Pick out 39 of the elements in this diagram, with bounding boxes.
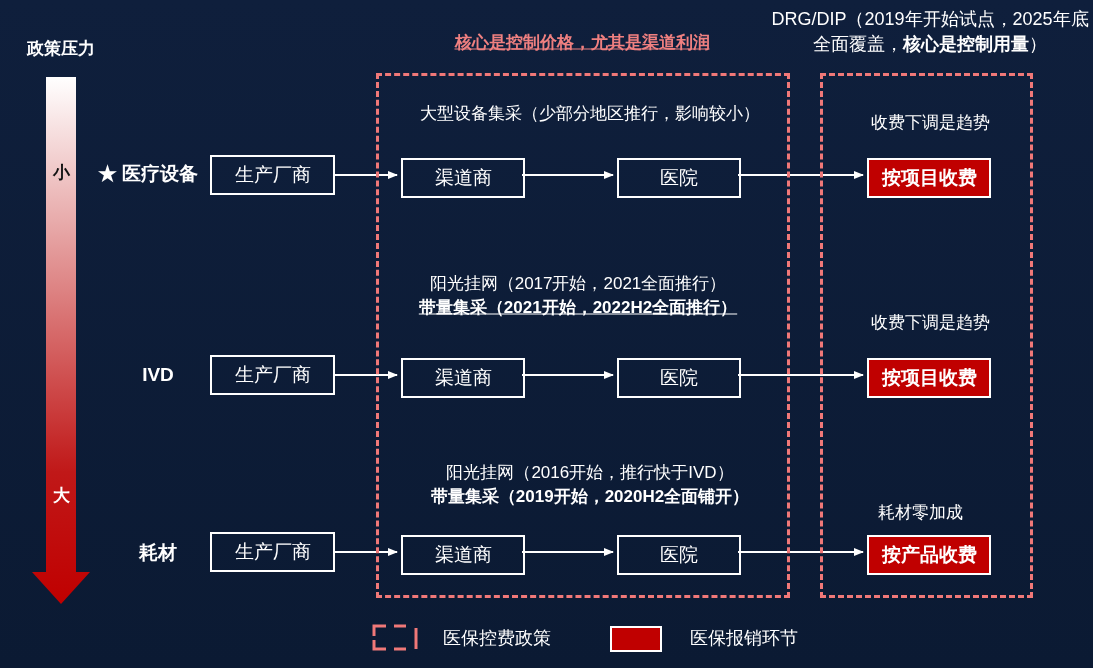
heading: DRG/DIP（2019年开始试点，2025年底全面覆盖，核心是控制用量）	[770, 8, 1090, 56]
process-box: 渠道商	[401, 358, 525, 398]
arrow	[334, 371, 398, 379]
legend-label: 医保报销环节	[690, 627, 798, 650]
note-text: 大型设备集采（少部分地区推行，影响较小）	[420, 102, 760, 125]
note-text: 收费下调是趋势	[870, 311, 990, 334]
axis-title: 政策压力	[27, 37, 95, 60]
payment-box: 按产品收费	[867, 535, 991, 575]
process-box: 生产厂商	[210, 532, 335, 572]
process-box: 医院	[617, 535, 741, 575]
arrow	[521, 548, 614, 556]
arrow	[737, 548, 864, 556]
process-box: 生产厂商	[210, 355, 335, 395]
row-label: ★ 医疗设备	[97, 162, 199, 186]
note-text: 耗材零加成	[877, 501, 963, 524]
note-text: 阳光挂网（2017开始，2021全面推行）	[429, 272, 727, 295]
payment-box: 按项目收费	[867, 358, 991, 398]
heading: 核心是控制价格，尤其是渠道利润	[454, 31, 710, 54]
arrow	[334, 171, 398, 179]
note-text: 收费下调是趋势	[870, 111, 990, 134]
arrow	[737, 371, 864, 379]
process-box: 医院	[617, 358, 741, 398]
note-text: 带量集采（2019开始，2020H2全面铺开）	[430, 485, 750, 508]
arrow	[737, 171, 864, 179]
process-box: 渠道商	[401, 535, 525, 575]
row-label: 耗材	[139, 541, 177, 565]
note-text: 阳光挂网（2016开始，推行快于IVD）	[446, 461, 734, 484]
arrow	[334, 548, 398, 556]
legend-label: 医保控费政策	[443, 627, 551, 650]
note-text: 带量集采（2021开始，2022H2全面推行）	[418, 296, 738, 319]
scale-label: 小	[52, 161, 70, 184]
arrow	[521, 171, 614, 179]
arrow	[521, 371, 614, 379]
row-label: IVD	[142, 364, 174, 386]
process-box: 渠道商	[401, 158, 525, 198]
payment-box: 按项目收费	[867, 158, 991, 198]
scale-label: 大	[52, 484, 70, 507]
process-box: 医院	[617, 158, 741, 198]
process-box: 生产厂商	[210, 155, 335, 195]
